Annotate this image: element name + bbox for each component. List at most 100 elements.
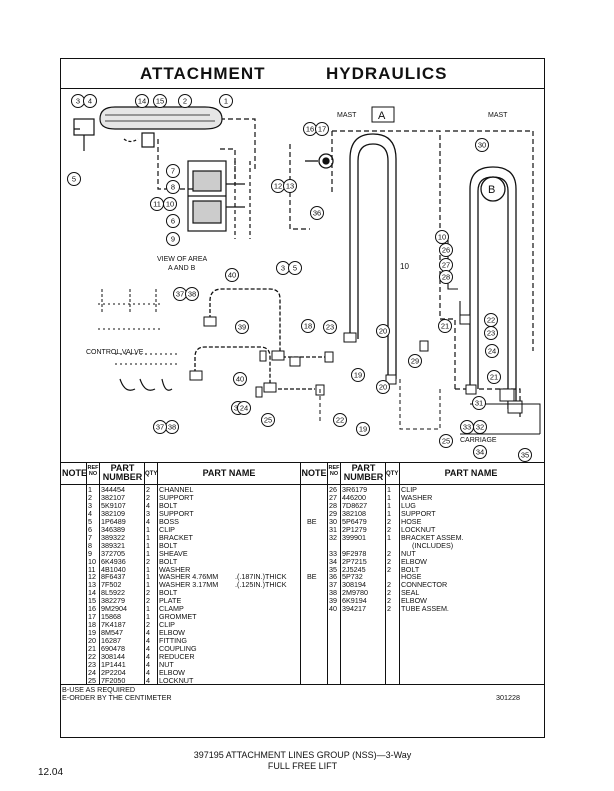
callout-number: 34 — [476, 448, 484, 457]
callout-number: 3 — [76, 97, 80, 106]
table-cell: 4 — [146, 644, 150, 653]
callout-circle — [67, 172, 81, 186]
table-cell: 2 — [146, 492, 150, 502]
table-cell: 446200 — [342, 492, 366, 502]
table-bottom-rule — [60, 684, 545, 685]
table-cell: 4 — [146, 675, 150, 685]
table-cell: 3 — [88, 500, 92, 510]
callout-number: 12 — [274, 182, 282, 191]
table-cell: COUPLING — [159, 644, 197, 653]
table-cell: 1 — [387, 532, 391, 542]
callout-number: 20 — [379, 383, 387, 392]
table-cell: BE — [307, 572, 317, 582]
table-cell: BOSS — [159, 516, 179, 526]
table-cell: CONNECTOR — [401, 580, 448, 590]
title-divider — [60, 88, 545, 89]
table-cell: SUPPORT — [401, 508, 436, 518]
table-cell: 382107 — [101, 492, 125, 502]
table-cell: 3 — [146, 508, 150, 518]
callout-circle — [333, 413, 347, 427]
table-cell: NUT — [159, 659, 174, 669]
table-cell: 15868 — [101, 612, 121, 622]
caption-lift: FULL FREE LIFT — [267, 761, 338, 771]
table-cell: 1 — [146, 548, 150, 558]
callout-number: 1 — [224, 97, 228, 106]
table-cell: 308194 — [342, 580, 366, 590]
callout-circle — [301, 319, 315, 333]
table-cell: 23 — [88, 659, 96, 669]
table-cell: 4B1040 — [101, 564, 126, 574]
rule — [157, 462, 158, 684]
callout-circle — [473, 420, 487, 434]
table-cell: 4 — [146, 636, 150, 646]
table-cell: 13 — [88, 580, 96, 590]
table-cell: 1 — [146, 604, 150, 614]
callout-number: 39 — [238, 323, 246, 332]
table-cell: 37 — [329, 580, 337, 590]
table-cell: (INCLUDES) — [412, 540, 454, 550]
callout-number: 37 — [156, 423, 164, 432]
table-cell: 5P6479 — [342, 516, 367, 526]
rule — [399, 462, 400, 684]
table-cell: LOCKNUT — [401, 524, 436, 534]
callout-number: 31 — [475, 399, 483, 408]
header-qty: QTY — [145, 471, 158, 477]
callout-circle — [518, 448, 532, 462]
table-cell: 39 — [329, 596, 337, 606]
region-a-box — [371, 106, 395, 123]
callout-number: 22 — [336, 416, 344, 425]
callout-circle — [323, 320, 337, 334]
table-cell: 9F2978 — [342, 548, 367, 558]
table-cell: WASHER — [159, 564, 191, 574]
fittings — [189, 314, 523, 414]
callout-circle — [473, 445, 487, 459]
table-cell: ELBOW — [401, 596, 427, 606]
callout-number: 20 — [379, 327, 387, 336]
drawing-number: 301228 — [496, 693, 520, 702]
table-cell: 20 — [88, 636, 96, 646]
mast-label-right: MAST — [488, 112, 508, 119]
callout-circle — [475, 138, 489, 152]
callout-circle — [310, 206, 324, 220]
table-cell: CLIP — [159, 620, 175, 630]
table-cell: 346389 — [101, 524, 125, 534]
callout-circle — [237, 401, 251, 415]
callout-number: 19 — [354, 371, 362, 380]
callout-number: 13 — [286, 182, 294, 191]
table-cell: 30 — [329, 516, 337, 526]
table-cell: 2J5245 — [342, 564, 366, 574]
table-cell: 2 — [387, 588, 391, 598]
callout-number: 27 — [442, 261, 450, 270]
callout-circle — [185, 287, 199, 301]
hose-loop-b — [469, 166, 517, 409]
callout-number: 33 — [463, 423, 471, 432]
callout-number: 19 — [359, 425, 367, 434]
table-cell: 4 — [88, 508, 92, 518]
callout-number: 32 — [476, 423, 484, 432]
table-cell: 40 — [329, 604, 337, 614]
title-bar: ATTACHMENT HYDRAULICS — [60, 62, 545, 86]
table-cell: 389321 — [101, 540, 125, 550]
callout-circle — [435, 230, 449, 244]
table-cell: WASHER 4.76MM — [159, 572, 219, 582]
callout-number: 23 — [487, 329, 495, 338]
table-cell: 2 — [387, 596, 391, 606]
table-cell: 2 — [387, 604, 391, 614]
callout-circle — [376, 380, 390, 394]
callout-circle — [166, 214, 180, 228]
table-cell: 2P1279 — [342, 524, 367, 534]
table-cell: 31 — [329, 524, 337, 534]
table-cell: ELBOW — [401, 556, 427, 566]
table-cell: 2 — [387, 580, 391, 590]
table-cell: 2 — [387, 556, 391, 566]
table-cell: CHANNEL — [159, 485, 194, 494]
table-cell: 16287 — [101, 636, 121, 646]
table-cell: 7K4187 — [101, 620, 126, 630]
header-part-name: PART NAME — [202, 468, 256, 478]
table-cell: 7 — [88, 532, 92, 542]
callout-number: 38 — [168, 423, 176, 432]
control-valve — [98, 289, 180, 391]
